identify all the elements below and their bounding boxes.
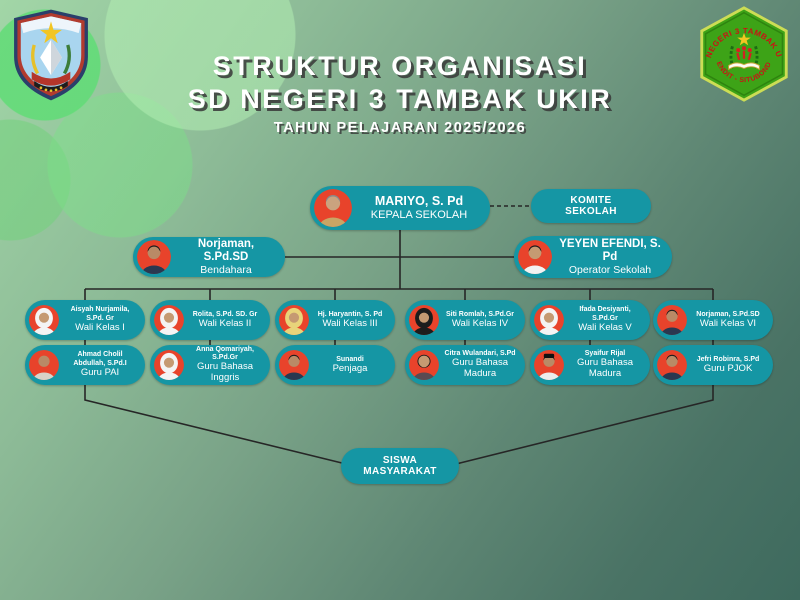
title-line-2: SD NEGERI 3 TAMBAK UKIR	[187, 84, 613, 114]
person-name: KOMITE	[570, 194, 612, 206]
org-node-siswa: SISWA MASYARAKAT	[341, 448, 459, 484]
person-name: Sunandi	[336, 355, 364, 363]
org-node-wali3: Hj. Haryantin, S. Pd Wali Kelas III	[275, 300, 395, 340]
org-node-kepala: MARIYO, S. Pd KEPALA SEKOLAH	[310, 186, 490, 230]
person-photo	[279, 305, 309, 335]
person-name: Siti Romlah, S.Pd.Gr	[445, 310, 515, 318]
person-role: SEKOLAH	[565, 206, 617, 217]
person-role: Wali Kelas II	[198, 317, 252, 329]
org-node-komite: KOMITE SEKOLAH	[531, 189, 651, 223]
person-photo	[657, 305, 687, 335]
org-node-ging: Anna Qomariyah, S.Pd.Gr Guru Bahasa Ingg…	[150, 345, 270, 385]
person-role: Wali Kelas IV	[451, 317, 509, 329]
person-name: Anna Qomariyah, S.Pd.Gr	[196, 346, 254, 362]
person-photo	[409, 350, 439, 380]
org-node-gmadura1: Citra Wulandari, S.Pd Guru Bahasa Madura	[405, 345, 525, 385]
person-name: Jefri Robinra, S.Pd	[696, 355, 760, 363]
org-node-bendahara: Norjaman, S.Pd.SD Bendahara	[133, 237, 285, 277]
person-role: Guru PAI	[80, 366, 120, 378]
person-role: MASYARAKAT	[363, 466, 437, 477]
person-role: Guru Bahasa Inggris	[197, 361, 253, 384]
person-photo	[657, 350, 687, 380]
person-role: KEPALA SEKOLAH	[370, 208, 468, 221]
person-photo	[154, 350, 184, 380]
person-name: YEYEN EFENDI, S. Pd	[559, 237, 661, 263]
person-photo	[534, 350, 564, 380]
person-role: Wali Kelas I	[75, 321, 125, 333]
person-name: Aisyah Nurjamila, S.Pd. Gr	[70, 306, 130, 322]
org-node-wali6: Norjaman, S.Pd.SD Wali Kelas VI	[653, 300, 773, 340]
person-photo	[534, 305, 564, 335]
person-name: Syaifur Rijal	[584, 350, 626, 358]
person-role: Bendahara	[200, 264, 252, 277]
org-node-wali5: Ifada Desiyanti, S.Pd.Gr Wali Kelas V	[530, 300, 650, 340]
situbondo-crest-logo	[14, 9, 88, 101]
person-role: Guru Bahasa Madura	[452, 357, 508, 380]
person-name: MARIYO, S. Pd	[374, 194, 464, 209]
person-role: Wali Kelas VI	[699, 317, 757, 329]
org-node-wali1: Aisyah Nurjamila, S.Pd. Gr Wali Kelas I	[25, 300, 145, 340]
org-node-gpai: Ahmad Cholil Abdullah, S.Pd.I Guru PAI	[25, 345, 145, 385]
person-role: Penjaga	[332, 362, 368, 374]
person-role: Operator Sekolah	[568, 264, 652, 277]
person-name: Hj. Haryantin, S. Pd	[317, 310, 383, 318]
person-photo	[29, 305, 59, 335]
person-role: Wali Kelas V	[578, 321, 632, 333]
person-photo	[279, 350, 309, 380]
subtitle: TAHUN PELAJARAN 2025/2026	[273, 120, 527, 136]
page-title: STRUKTUR ORGANISASI SD NEGERI 3 TAMBAK U…	[0, 50, 800, 136]
person-photo	[409, 305, 439, 335]
person-name: Citra Wulandari, S.Pd	[444, 350, 516, 358]
person-name: Norjaman, S.Pd.SD	[197, 237, 255, 263]
person-name: Ahmad Cholil Abdullah, S.Pd.I	[73, 351, 127, 367]
person-name: Norjaman, S.Pd.SD	[696, 310, 760, 318]
org-node-gmadura2: Syaifur Rijal Guru Bahasa Madura	[530, 345, 650, 385]
person-photo	[314, 189, 352, 227]
person-name: SISWA	[382, 454, 418, 466]
org-node-penjaga: Sunandi Penjaga	[275, 345, 395, 385]
school-hexagon-logo: SD NEGERI 3 TAMBAK UKIR KENDIT - SITUBON…	[694, 6, 788, 102]
org-node-gpjok: Jefri Robinra, S.Pd Guru PJOK	[653, 345, 773, 385]
org-node-operator: YEYEN EFENDI, S. Pd Operator Sekolah	[514, 236, 672, 278]
person-role: Guru Bahasa Madura	[577, 357, 633, 380]
title-line-1: STRUKTUR ORGANISASI	[212, 51, 588, 81]
person-role: Wali Kelas III	[322, 317, 378, 329]
person-photo	[154, 305, 184, 335]
person-photo	[518, 240, 552, 274]
org-node-wali2: Rolita, S.Pd. SD. Gr Wali Kelas II	[150, 300, 270, 340]
org-node-wali4: Siti Romlah, S.Pd.Gr Wali Kelas IV	[405, 300, 525, 340]
person-photo	[29, 350, 59, 380]
person-name: Ifada Desiyanti, S.Pd.Gr	[579, 306, 631, 322]
person-photo	[137, 240, 171, 274]
person-name: Rolita, S.Pd. SD. Gr	[192, 310, 258, 318]
person-role: Guru PJOK	[703, 362, 753, 374]
